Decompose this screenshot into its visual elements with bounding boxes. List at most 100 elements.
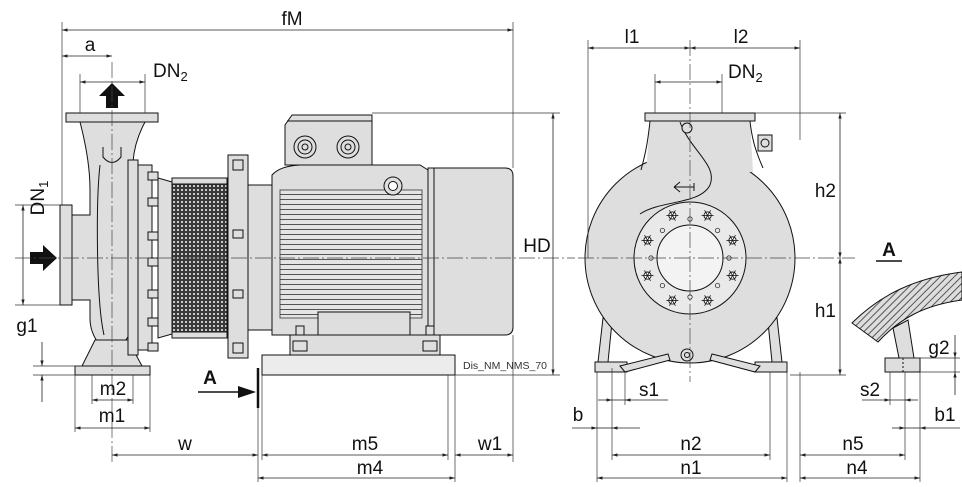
label-m1: m1: [99, 406, 125, 427]
label-h2: h2: [815, 181, 836, 202]
label-dn1-base: DN: [28, 188, 49, 215]
foot-bolt: [425, 325, 435, 336]
cable-gland-core: [301, 143, 309, 151]
flange-bolt-icon: [726, 235, 739, 246]
motor-flange-bolt: [232, 229, 244, 239]
flange-bolt-mark: [669, 210, 676, 221]
label-m4: m4: [357, 458, 384, 479]
fan-cover: [427, 167, 514, 336]
flange-bolt-mark: [644, 235, 651, 246]
foot-bolt: [292, 340, 308, 352]
label-dn2-front-sub: 2: [755, 70, 762, 85]
flange-bolt-icon: [701, 210, 714, 221]
drain-plug-core: [684, 352, 690, 358]
label-w: w: [177, 434, 192, 455]
label-s2: s2: [860, 380, 880, 401]
motor-feet: [289, 334, 441, 356]
cable-gland-core: [344, 143, 352, 151]
flange-small-hole: [659, 227, 666, 234]
right-foot-gusset: [709, 353, 761, 373]
label-fM: fM: [281, 9, 302, 30]
detail-label: A: [882, 240, 896, 261]
bracket-bolt: [147, 231, 159, 241]
outlet-flange-front: [644, 112, 756, 122]
label-s1: s1: [639, 380, 659, 401]
flange-small-hole: [714, 227, 721, 234]
section-arrow-icon: [238, 386, 256, 398]
flange-bolt-icon: [666, 210, 679, 221]
label-g2: g2: [928, 338, 949, 359]
label-dn2-front: DN2: [728, 62, 763, 85]
casing-contour: [96, 164, 105, 336]
label-section-mark: A: [203, 368, 217, 389]
label-a: a: [85, 35, 96, 56]
label-dn1: DN1: [28, 181, 51, 216]
label-l1: l1: [625, 27, 640, 48]
side-view: fM a DN2 DN1 g1 m2 m1 A w m5 w1 m4 HD Di…: [15, 9, 575, 482]
pump-cover-plate: [127, 159, 139, 356]
flange-bolt-mark: [704, 210, 711, 221]
flange-bolt-icon: [641, 235, 654, 246]
label-m5: m5: [352, 434, 378, 455]
label-l2: l2: [734, 27, 749, 48]
flange-bolt-icon: [701, 295, 714, 306]
detail-view-a: A g2 s2 b1 n5 n4: [799, 240, 962, 482]
cable-gland-icon: [336, 135, 360, 159]
label-m2: m2: [100, 379, 126, 400]
label-b1: b1: [934, 405, 955, 426]
foot-bolt: [295, 325, 305, 336]
cable-gland-ring: [297, 139, 313, 155]
flange-bolt-mark: [644, 270, 651, 281]
label-n5: n5: [842, 434, 863, 455]
rotation-arrow-icon: [673, 181, 695, 193]
motor-flange: [227, 154, 249, 359]
flange-bolt-icon: [726, 270, 739, 281]
motor-flange-bolt: [232, 342, 244, 354]
coupling-guard-bottom: [171, 331, 228, 339]
coupling-guard-top: [171, 177, 228, 185]
inlet-flange: [59, 204, 73, 306]
detail-foot-plate: [884, 357, 921, 373]
inlet-bolt-ring: [641, 210, 739, 306]
detail-casing-section: [851, 271, 962, 343]
label-dn2-sub: 2: [180, 69, 187, 84]
motor-pedestal: [261, 354, 456, 376]
flange-bolt-icon: [666, 295, 679, 306]
left-foot-gusset: [619, 353, 671, 373]
motor-frame-block: [317, 311, 411, 336]
flange-bolt-icon: [641, 270, 654, 281]
casing-foot-base: [74, 365, 151, 376]
bracket-bolt: [147, 171, 159, 181]
lifting-eye-hole: [388, 181, 398, 191]
drawing-id: Dis_NM_NMS_70: [463, 360, 547, 372]
bracket-bolt: [147, 197, 159, 207]
cable-gland-ring: [340, 139, 356, 155]
flange-small-hole: [659, 282, 666, 289]
motor-flange-bolt: [232, 289, 244, 299]
label-w1: w1: [477, 434, 502, 455]
flange-bolt-mark: [704, 295, 711, 306]
motor-adapter: [247, 184, 273, 331]
flange-bolt-mark: [729, 235, 736, 246]
label-dn2-front-base: DN: [728, 62, 755, 83]
motor-flange-bolt: [232, 159, 244, 171]
bracket-bolt: [147, 317, 159, 327]
flange-bolt-mark: [669, 295, 676, 306]
casing-lug: [681, 122, 693, 134]
flange-small-hole: [714, 282, 721, 289]
flange-bolt-mark: [729, 270, 736, 281]
vent-screw-head: [760, 138, 770, 148]
cable-gland-icon: [293, 135, 317, 159]
label-dn2-base: DN: [153, 61, 180, 82]
vent-screw: [757, 134, 773, 152]
inlet-flow-arrow-shaft: [30, 252, 43, 264]
bracket-bolt: [147, 257, 159, 267]
front-view: l1 l2 DN2 h2 h1 s1 b n2 n1: [572, 27, 855, 482]
volute-spiral: [639, 121, 712, 215]
label-b: b: [573, 405, 584, 426]
drain-plug: [680, 348, 694, 362]
outlet-neck-fill: [646, 121, 753, 172]
bracket-bolt: [147, 342, 159, 352]
label-dn1-sub: 1: [36, 181, 51, 188]
